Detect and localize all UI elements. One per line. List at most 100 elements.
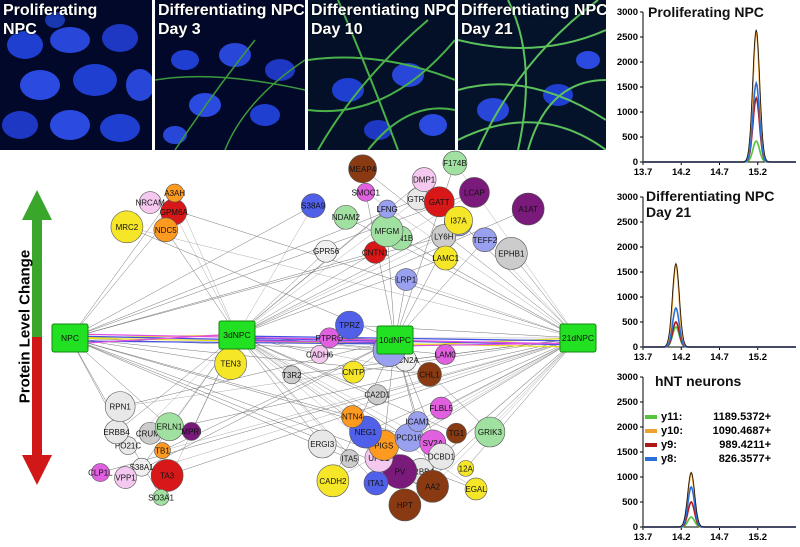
micrograph-label-line2: Day 21 [461, 21, 513, 38]
legend-value: 989.4211+ [719, 439, 771, 451]
network-edge [365, 192, 579, 339]
protein-node-circle [474, 416, 506, 448]
micrograph-label-line1: Differentiating NPC [311, 2, 455, 19]
protein-node-label: EGAL [465, 485, 487, 494]
series-line-y10 [643, 30, 796, 163]
chart-title-line1: Differentiating NPC [646, 188, 775, 204]
protein-node: LFNG [376, 199, 398, 219]
protein-node: TEN3 [214, 347, 247, 380]
series-line-y9 [643, 500, 796, 528]
protein-node-label: TG1 [449, 429, 465, 438]
protein-node-label: CA2D1 [364, 391, 390, 400]
y-tick-label: 1000 [617, 472, 638, 483]
micrograph-image [155, 0, 305, 150]
protein-node-label: CNTP [343, 368, 365, 377]
protein-node: CLP1L [88, 463, 113, 482]
protein-node: CA2D1 [364, 384, 391, 405]
network-edge [100, 337, 579, 473]
network-edge [167, 337, 579, 476]
micrograph-day3: Differentiating NPC Day 3 [155, 0, 305, 150]
protein-node-circle [411, 167, 437, 192]
protein-node-circle [104, 391, 136, 422]
protein-node-label: NDC5 [155, 226, 177, 235]
y-tick-label: 1500 [617, 82, 638, 93]
protein-node: LAM0 [435, 344, 456, 365]
network-edge [69, 205, 314, 339]
protein-node-circle [333, 204, 359, 230]
network-edge [69, 337, 353, 417]
protein-node-circle [495, 237, 528, 270]
protein-node: TB1 [154, 442, 171, 459]
hub-node-label: 3dNPC [223, 330, 250, 340]
legend-swatch [645, 429, 657, 433]
protein-node-label: EPHB1 [498, 249, 525, 258]
network-edge [165, 229, 238, 336]
envelope-line [643, 471, 796, 528]
protein-node-circle [428, 443, 455, 470]
series-line-y8 [643, 80, 796, 163]
y-tick-label: 1000 [617, 107, 638, 118]
protein-node-label: 12A [459, 464, 474, 473]
protein-node: DCBD1 [428, 443, 456, 470]
network-edge [116, 334, 238, 433]
hub-node-label: 10dNPC [379, 335, 411, 345]
series-line-y11 [643, 326, 796, 348]
hub-node: 10dNPC [376, 325, 414, 355]
protein-node: NRCAM [136, 191, 165, 214]
x-tick-label: 15.2 [749, 167, 768, 178]
legend-label: y8: [661, 453, 677, 465]
protein-node: GATT [423, 186, 455, 218]
series-line-y11 [643, 139, 796, 163]
y-tick-label: 500 [622, 317, 638, 328]
x-tick-label: 13.7 [634, 352, 653, 363]
envelope-line [643, 262, 796, 348]
protein-node: VPP1 [114, 466, 137, 489]
protein-node-circle [348, 154, 377, 184]
protein-node-circle [110, 210, 144, 244]
hub-node-box [218, 320, 256, 350]
protein-node-circle [154, 442, 171, 459]
y-tick-label: 3000 [617, 192, 638, 203]
protein-node-label: GTR3 [408, 195, 430, 204]
network-edge [432, 337, 579, 487]
chart-title: hNT neurons [655, 373, 742, 389]
hub-node-label: 21dNPC [562, 333, 594, 343]
x-tick-label: 14.7 [710, 352, 729, 363]
protein-node-label: PCD16 [396, 434, 422, 443]
x-tick-label: 14.2 [672, 352, 691, 363]
protein-node: LAMC1 [432, 245, 460, 271]
legend-label: y10: [661, 425, 684, 437]
protein-node-label: LAM0 [435, 350, 456, 359]
chart-title: Proliferating NPC [648, 4, 764, 20]
protein-node-circle [394, 268, 418, 291]
protein-node-circle [377, 199, 397, 219]
protein-node: RPN1 [104, 391, 136, 422]
protein-node: S38A1 [130, 457, 154, 477]
chart-title: Differentiating NPC Day 21 [646, 188, 774, 220]
y-tick-label: 1500 [617, 447, 638, 458]
protein-node-label: SO3A1 [148, 493, 174, 502]
protein-node: 12A [457, 460, 475, 477]
protein-node-circle [511, 192, 545, 226]
x-tick-label: 14.7 [710, 167, 729, 178]
protein-node-label: DCBD1 [428, 452, 456, 461]
micrograph-label-line1: Proliferating [3, 2, 98, 19]
network-nodes: GPM6ANDC5MRC2NRCAMA3AHPGBMTEFF2EPHB1LY6H… [88, 150, 545, 522]
protein-node-circle [114, 466, 137, 489]
protein-node-circle [300, 193, 326, 218]
series-line-y8 [643, 485, 796, 528]
protein-node-label: CRUM2 [136, 429, 165, 438]
protein-node: EGAL [464, 477, 488, 501]
protein-node-circle [310, 345, 329, 364]
micrograph-label-line2: Day 3 [158, 21, 201, 38]
x-tick-label: 14.7 [710, 532, 729, 543]
network-edge [126, 226, 579, 339]
micrograph-image [0, 0, 152, 150]
network-edge [236, 334, 323, 445]
y-tick-label: 0 [633, 342, 638, 353]
protein-node-label: GPM6A [160, 208, 189, 217]
network-edge [236, 236, 444, 336]
x-tick-label: 14.2 [672, 167, 691, 178]
hub-node: 21dNPC [559, 323, 597, 353]
protein-node-circle [150, 459, 184, 492]
